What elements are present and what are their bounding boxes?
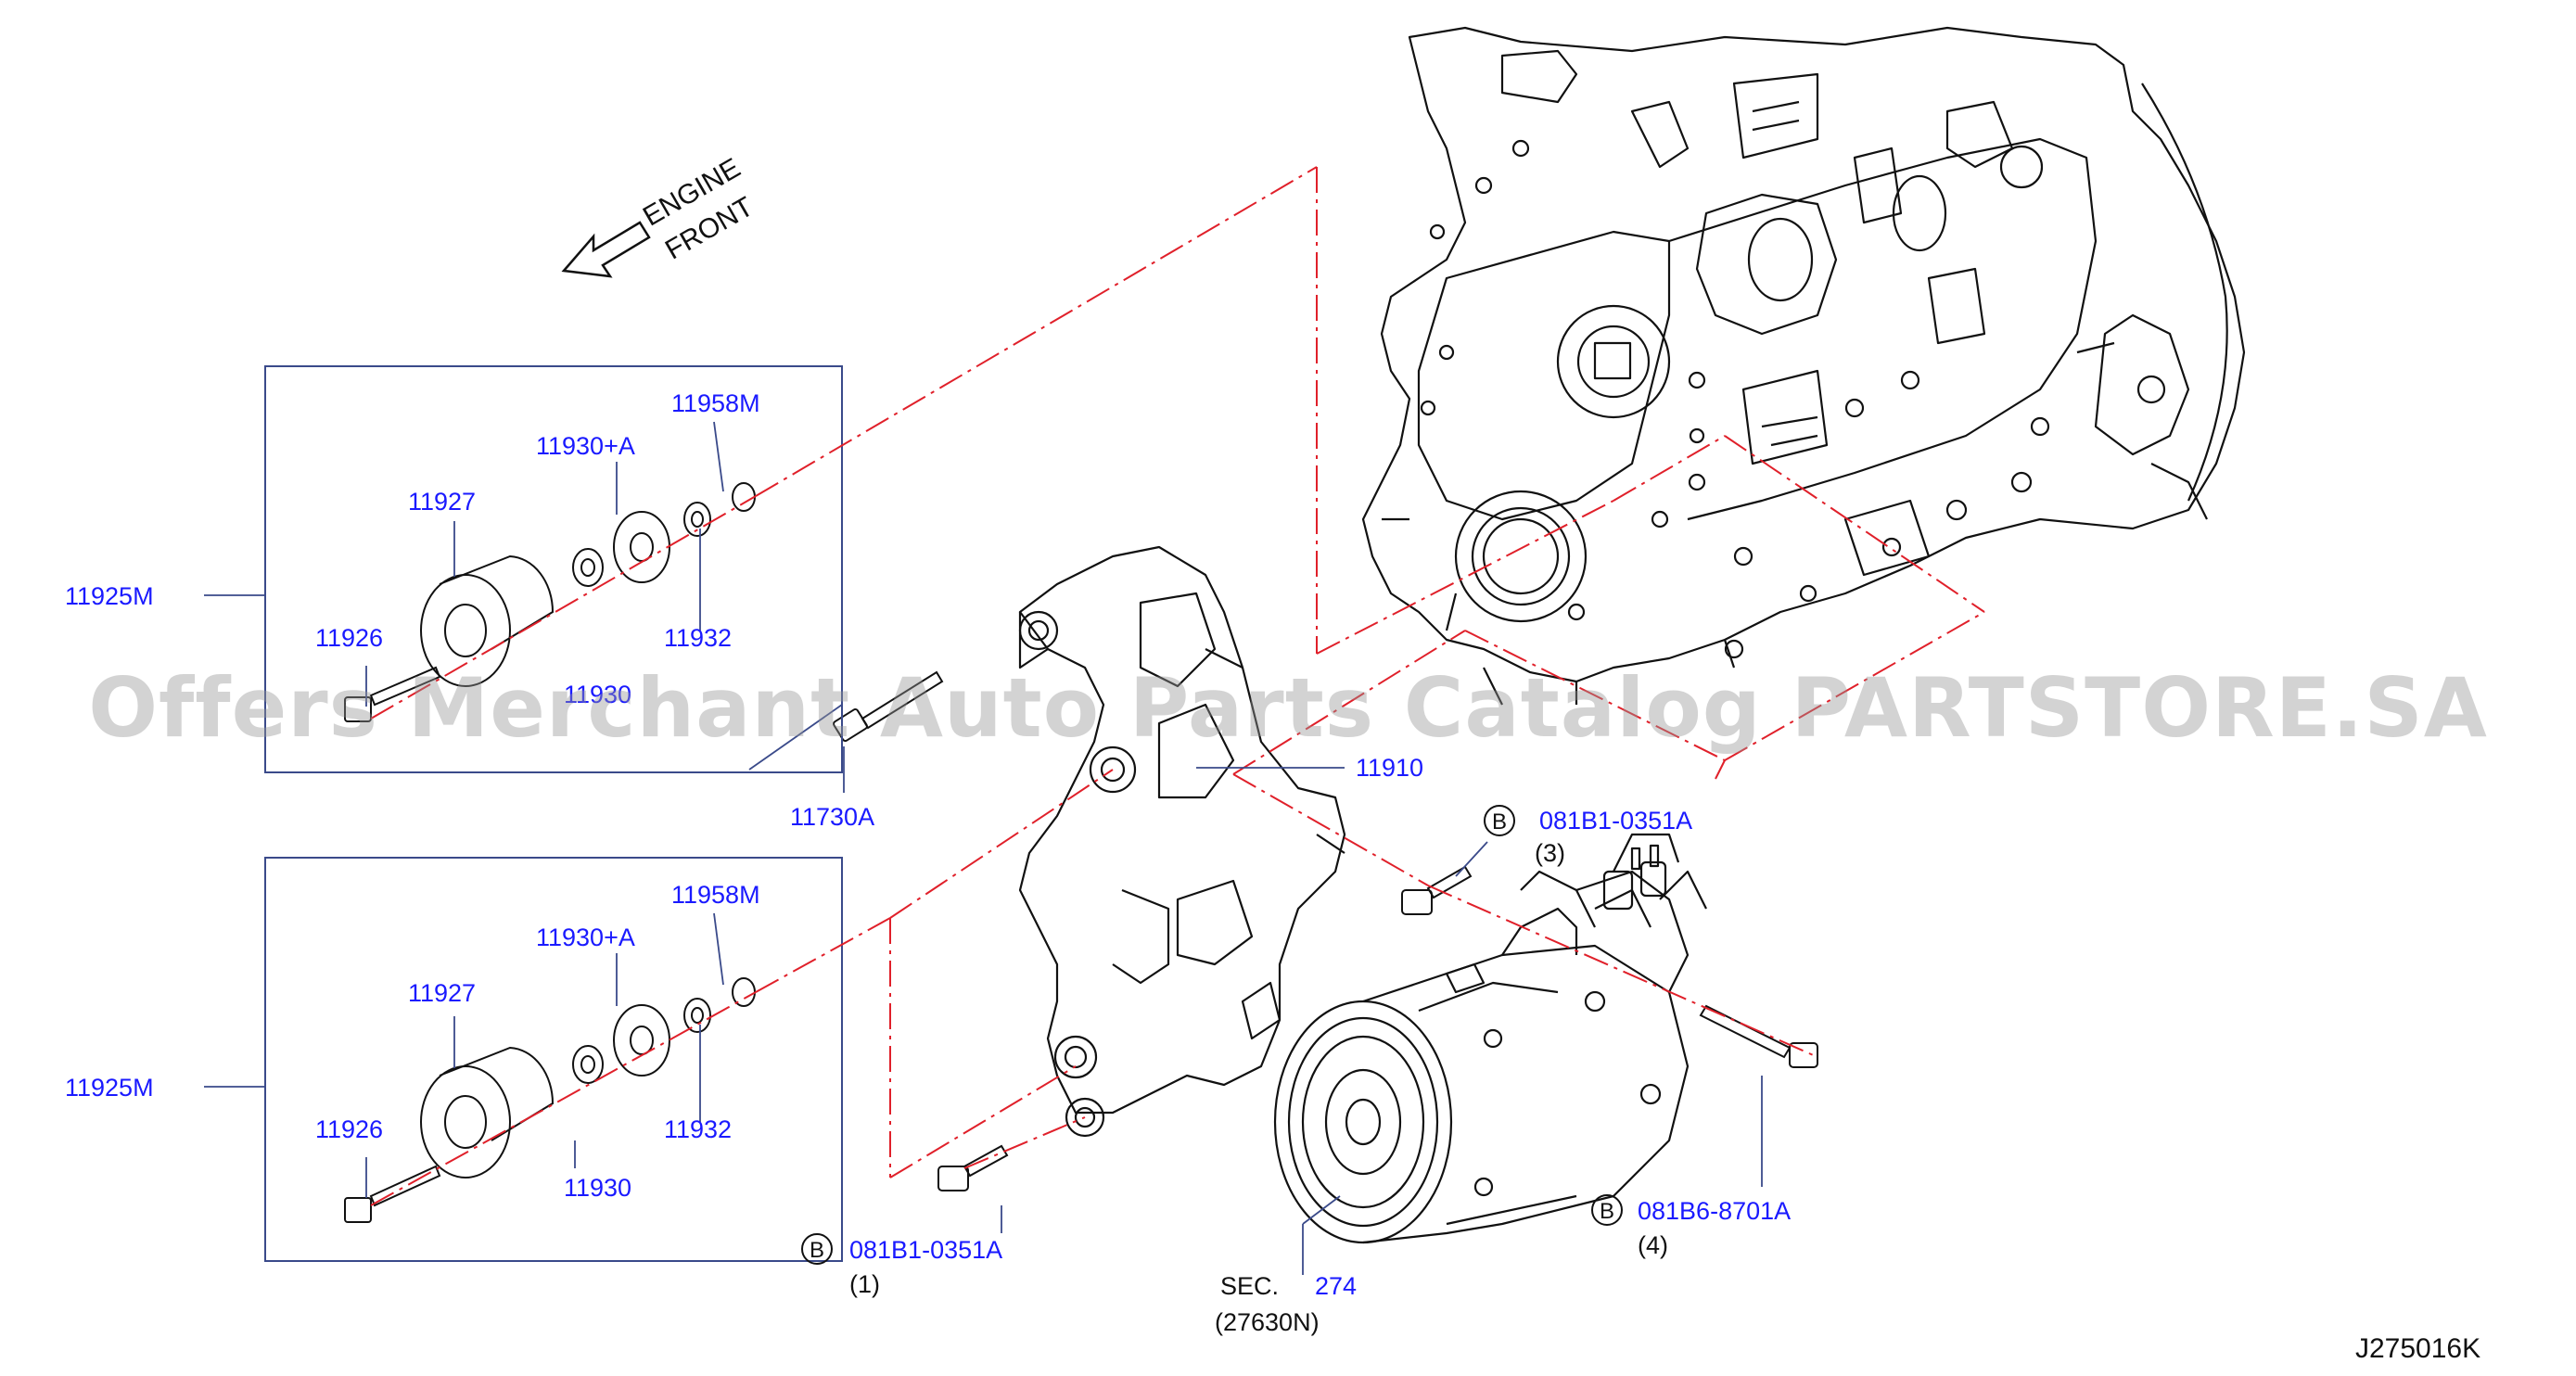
leader-lines [204,421,1763,1275]
b-badge-icon: B [801,1233,833,1265]
fastener-upper-part-label[interactable]: 081B1-0351A [1539,807,1693,835]
engine-front-arrow [561,221,651,278]
diagram-id: J275016K [2355,1333,2481,1364]
bolt-11730a [833,670,944,742]
lower-assembly-label[interactable]: 11925M [65,1074,154,1102]
fastener-lower-qty: (1) [849,1270,880,1298]
ac-compressor [1273,833,1707,1244]
bolt-11730a-label[interactable]: 11730A [790,803,875,831]
compressor-sec-number[interactable]: 274 [1315,1272,1358,1300]
lower-washer-outer-label[interactable]: 11930+A [536,924,635,951]
bolt-081b6 [1699,1004,1818,1068]
fastener-compressor-part-label[interactable]: 081B6-8701A [1638,1197,1792,1225]
compressor-sec-label: SEC. [1220,1272,1280,1300]
watermark-text: Offers Merchant Auto Parts Catalog PARTS… [88,660,2488,756]
bolt-081b1-lower [937,1144,1009,1191]
fastener-compressor-qty: (4) [1638,1231,1668,1259]
compressor-part-label: (27630N) [1215,1308,1320,1336]
lower-idler-label[interactable]: 11927 [408,979,477,1007]
upper-group-frame [264,365,843,773]
lower-cap-label[interactable]: 11958M [671,881,760,909]
bracket-label[interactable]: 11910 [1356,754,1424,782]
engine-block [1361,26,2246,706]
bolt-081b1-upper [1401,865,1473,915]
b-badge-icon: B [1484,805,1515,836]
lower-washer-inner-label[interactable]: 11930 [564,1174,632,1202]
upper-washer-inner-label[interactable]: 11930 [564,681,632,708]
upper-idler-label[interactable]: 11927 [408,488,477,516]
upper-idler-assembly [344,482,756,722]
fastener-upper-qty: (3) [1535,839,1565,867]
centerlines [370,166,1985,1206]
fastener-lower-part-label[interactable]: 081B1-0351A [849,1236,1003,1264]
lower-spacer-label[interactable]: 11932 [664,1115,733,1143]
upper-bolt-label[interactable]: 11926 [315,624,384,652]
lower-idler-assembly [344,977,756,1223]
b-badge-icon: B [1591,1194,1623,1226]
upper-spacer-label[interactable]: 11932 [664,624,733,652]
lower-group-frame [264,857,843,1262]
upper-washer-outer-label[interactable]: 11930+A [536,432,635,460]
compressor-bracket [1018,545,1346,1138]
upper-assembly-label[interactable]: 11925M [65,582,154,610]
lower-bolt-label[interactable]: 11926 [315,1115,384,1143]
upper-cap-label[interactable]: 11958M [671,389,760,417]
